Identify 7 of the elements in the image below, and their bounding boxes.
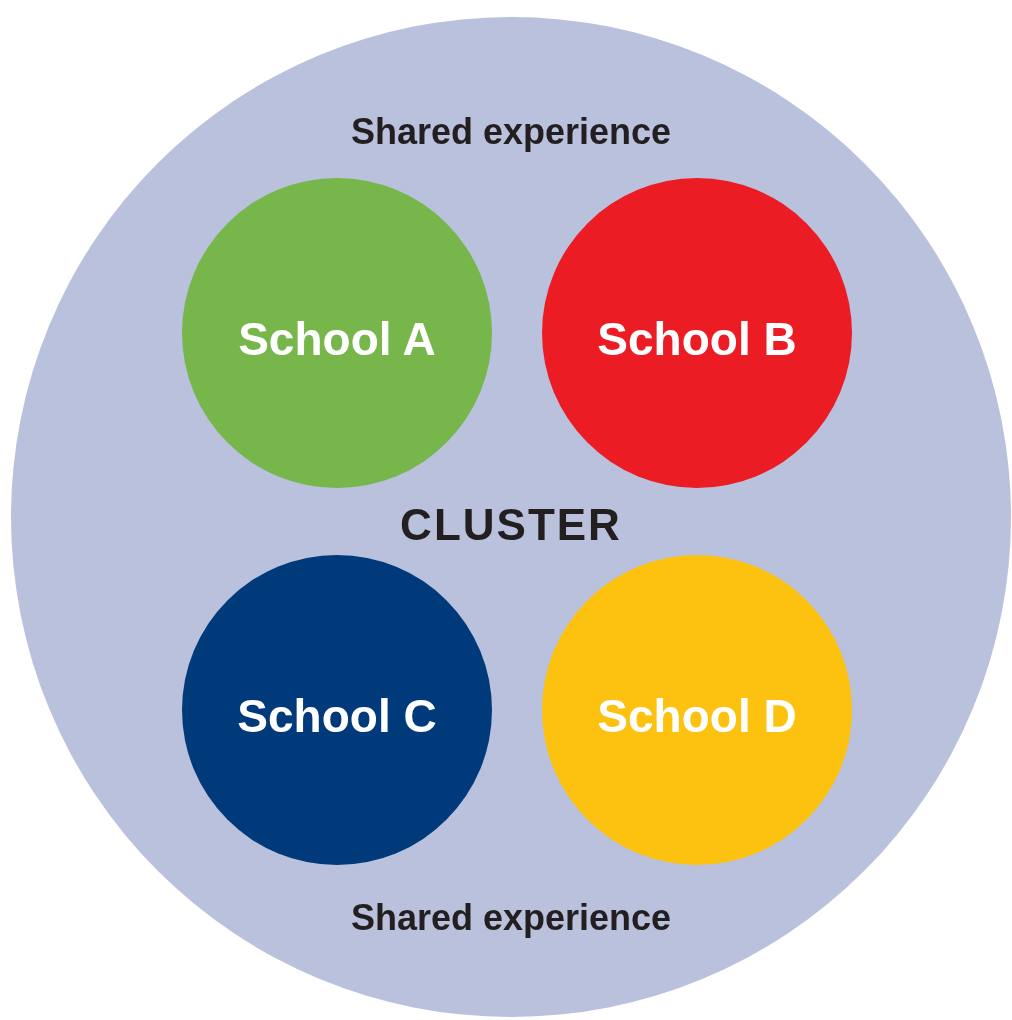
shared-experience-label: Shared experience [350, 111, 672, 153]
school-label: School C [237, 689, 437, 743]
cluster-title: CLUSTER [400, 500, 622, 550]
school-label: School A [238, 312, 436, 366]
school-label: School D [597, 689, 797, 743]
school-label: School B [597, 312, 797, 366]
shared-experience-label: Shared experience [350, 897, 672, 939]
